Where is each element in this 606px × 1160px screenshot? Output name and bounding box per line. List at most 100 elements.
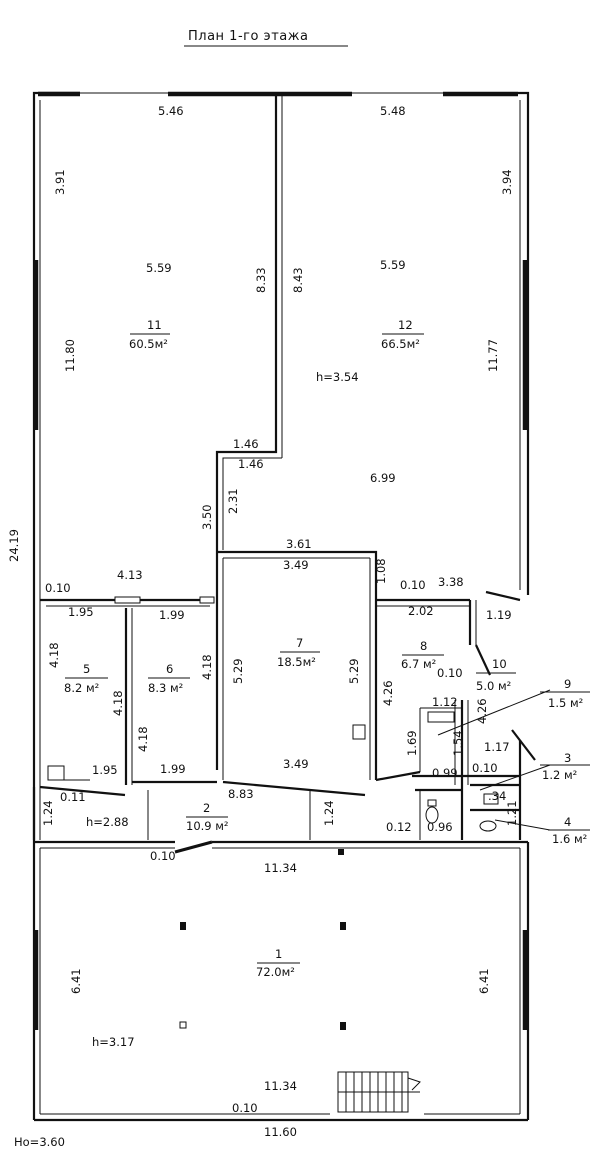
svg-text:1.54: 1.54 (451, 730, 465, 756)
svg-text:72.0м²: 72.0м² (256, 965, 295, 979)
svg-text:12: 12 (398, 318, 413, 332)
svg-text:1.6 м²: 1.6 м² (552, 832, 587, 846)
room-2-label: 2 10.9 м² (186, 801, 229, 833)
svg-text:24.19: 24.19 (7, 529, 21, 562)
svg-text:.34: .34 (488, 789, 506, 803)
svg-text:1.46: 1.46 (238, 457, 264, 471)
room-9-label: 9 1.5 м² (548, 677, 583, 710)
svg-text:3.61: 3.61 (286, 537, 312, 551)
svg-text:1: 1 (275, 947, 282, 961)
svg-text:3.49: 3.49 (283, 558, 309, 572)
svg-text:1.21: 1.21 (505, 800, 519, 826)
svg-text:0.11: 0.11 (60, 790, 86, 804)
svg-text:11.34: 11.34 (264, 861, 297, 875)
svg-text:2: 2 (203, 801, 210, 815)
svg-text:5.46: 5.46 (158, 104, 184, 118)
svg-text:2.31: 2.31 (226, 488, 240, 514)
svg-text:1.12: 1.12 (432, 695, 458, 709)
svg-text:3: 3 (564, 751, 571, 765)
svg-text:6.41: 6.41 (69, 968, 83, 994)
svg-text:1.69: 1.69 (405, 730, 419, 756)
svg-text:8.2 м²: 8.2 м² (64, 681, 99, 695)
footer-height: Hо=3.60 (14, 1135, 65, 1149)
room-5-label: 5 8.2 м² (64, 662, 108, 695)
vertical-dimension-labels: 3.91 3.94 8.33 8.43 11.80 11.77 2.31 3.5… (7, 169, 519, 994)
svg-text:8.43: 8.43 (291, 267, 305, 293)
svg-text:3.38: 3.38 (438, 575, 464, 589)
svg-text:7: 7 (296, 636, 303, 650)
svg-text:8.3 м²: 8.3 м² (148, 681, 183, 695)
svg-text:11.77: 11.77 (486, 339, 500, 372)
room-7-label: 7 18.5м² (277, 636, 320, 669)
plan-title: План 1-го этажа (188, 29, 308, 44)
room-12-label: 12 66.5м² (381, 318, 424, 351)
svg-text:5.29: 5.29 (347, 658, 361, 684)
svg-text:8: 8 (420, 639, 427, 653)
room-3-label: 3 1.2 м² (542, 751, 577, 782)
svg-text:1.99: 1.99 (159, 608, 185, 622)
dimension-labels: 5.46 5.48 5.59 5.59 1.46 1.46 6.99 3.61 … (45, 104, 512, 1139)
svg-text:8.33: 8.33 (254, 267, 268, 293)
svg-text:4.18: 4.18 (111, 690, 125, 716)
svg-text:1.17: 1.17 (484, 740, 510, 754)
svg-text:1.46: 1.46 (233, 437, 259, 451)
svg-text:3.94: 3.94 (500, 169, 514, 195)
svg-text:11.60: 11.60 (264, 1125, 297, 1139)
svg-text:4.26: 4.26 (475, 698, 489, 724)
svg-text:1.5 м²: 1.5 м² (548, 696, 583, 710)
walls (32, 91, 590, 1122)
svg-text:6: 6 (166, 662, 173, 676)
svg-text:4.26: 4.26 (381, 680, 395, 706)
svg-text:1.08: 1.08 (374, 558, 388, 584)
svg-text:1.2 м²: 1.2 м² (542, 768, 577, 782)
height-main: h=3.54 (316, 370, 359, 384)
svg-text:0.12: 0.12 (386, 820, 412, 834)
svg-text:10: 10 (492, 657, 507, 671)
svg-text:4.18: 4.18 (47, 642, 61, 668)
svg-text:4.18: 4.18 (136, 726, 150, 752)
svg-text:9: 9 (564, 677, 571, 691)
room-10-label: 10 5.0 м² (476, 657, 516, 693)
svg-text:6.7 м²: 6.7 м² (401, 657, 436, 671)
svg-text:4.18: 4.18 (200, 654, 214, 680)
svg-text:5.0 м²: 5.0 м² (476, 679, 511, 693)
svg-text:60.5м²: 60.5м² (129, 337, 168, 351)
svg-text:1.24: 1.24 (41, 800, 55, 826)
svg-text:0.10: 0.10 (45, 581, 71, 595)
svg-text:0.10: 0.10 (400, 578, 426, 592)
svg-text:0.10: 0.10 (150, 849, 176, 863)
svg-text:18.5м²: 18.5м² (277, 655, 316, 669)
svg-text:0.96: 0.96 (427, 820, 453, 834)
svg-text:1.99: 1.99 (160, 762, 186, 776)
svg-text:0.99: 0.99 (432, 766, 458, 780)
svg-text:3.91: 3.91 (53, 169, 67, 195)
svg-text:11: 11 (147, 318, 162, 332)
svg-text:4: 4 (564, 815, 571, 829)
room-8-label: 8 6.7 м² (401, 639, 444, 671)
svg-text:11.34: 11.34 (264, 1079, 297, 1093)
svg-text:0.10: 0.10 (437, 666, 463, 680)
svg-text:1.95: 1.95 (92, 763, 118, 777)
svg-text:3.50: 3.50 (200, 504, 214, 530)
svg-text:0.10: 0.10 (472, 761, 498, 775)
room-labels: 11 60.5м² 12 66.5м² 7 18.5м² 5 8.2 м² 6 … (64, 318, 587, 979)
svg-text:5.29: 5.29 (231, 658, 245, 684)
svg-text:3.49: 3.49 (283, 757, 309, 771)
svg-text:5.59: 5.59 (380, 258, 406, 272)
svg-text:5.48: 5.48 (380, 104, 406, 118)
svg-text:8.83: 8.83 (228, 787, 254, 801)
svg-text:1.95: 1.95 (68, 605, 94, 619)
svg-text:1.24: 1.24 (322, 800, 336, 826)
room-6-label: 6 8.3 м² (148, 662, 190, 695)
svg-text:1.19: 1.19 (486, 608, 512, 622)
svg-text:66.5м²: 66.5м² (381, 337, 420, 351)
room-4-label: 4 1.6 м² (552, 815, 587, 846)
svg-text:6.41: 6.41 (477, 968, 491, 994)
height-corridor: h=2.88 (86, 815, 129, 829)
svg-text:11.80: 11.80 (63, 339, 77, 372)
svg-text:2.02: 2.02 (408, 604, 434, 618)
room-11-label: 11 60.5м² (129, 318, 170, 351)
svg-text:10.9 м²: 10.9 м² (186, 819, 229, 833)
svg-text:5.59: 5.59 (146, 261, 172, 275)
